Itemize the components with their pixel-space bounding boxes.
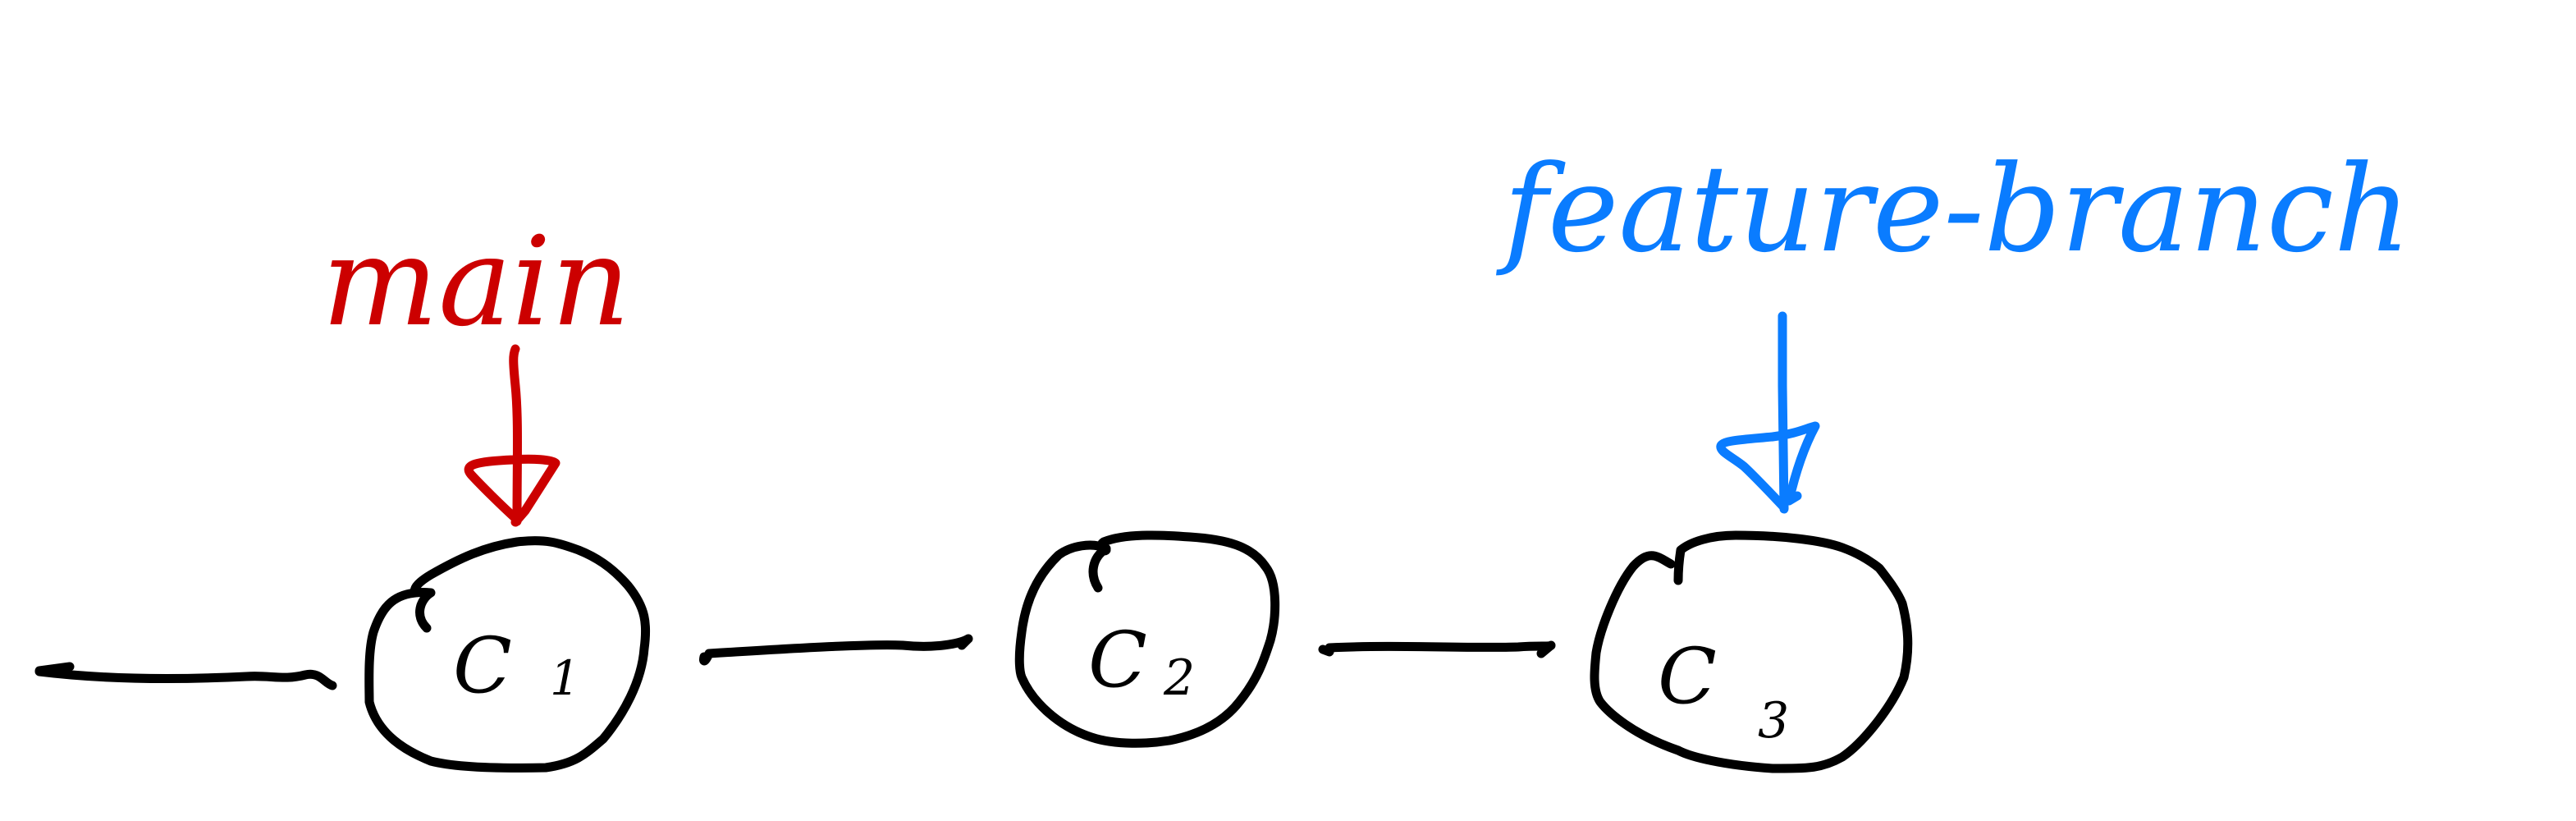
branch-feature[interactable]: feature-branch [1496, 140, 2411, 514]
branch-main-label: main [322, 211, 630, 354]
branch-feature-label: feature-branch [1496, 140, 2411, 279]
commit-c1[interactable]: C 1 [364, 536, 651, 773]
branch-main-arrow-head [464, 454, 560, 527]
commit-c2[interactable]: C 2 [1014, 530, 1280, 748]
history-line-incoming [34, 662, 337, 690]
branch-feature-arrow-shaft [1778, 311, 1789, 514]
history-line-c2-c3 [1318, 640, 1556, 658]
branch-main[interactable]: main [322, 211, 630, 527]
commit-c3-label: C [1658, 632, 1717, 722]
commit-c2-circle [1014, 530, 1280, 748]
branch-main-arrow-shaft [509, 344, 522, 526]
commit-c1-label: C [453, 621, 512, 711]
commit-c2-subscript: 2 [1163, 649, 1195, 707]
commit-c3[interactable]: C 3 [1590, 530, 1913, 773]
commit-c2-label: C [1088, 616, 1147, 705]
history-line-c1-c2 [699, 634, 973, 666]
commit-c3-subscript: 3 [1758, 692, 1789, 750]
commit-c1-circle [364, 536, 651, 773]
commit-c3-circle [1590, 530, 1913, 773]
branch-feature-arrow-head [1716, 421, 1820, 512]
commit-c1-subscript: 1 [550, 650, 580, 706]
